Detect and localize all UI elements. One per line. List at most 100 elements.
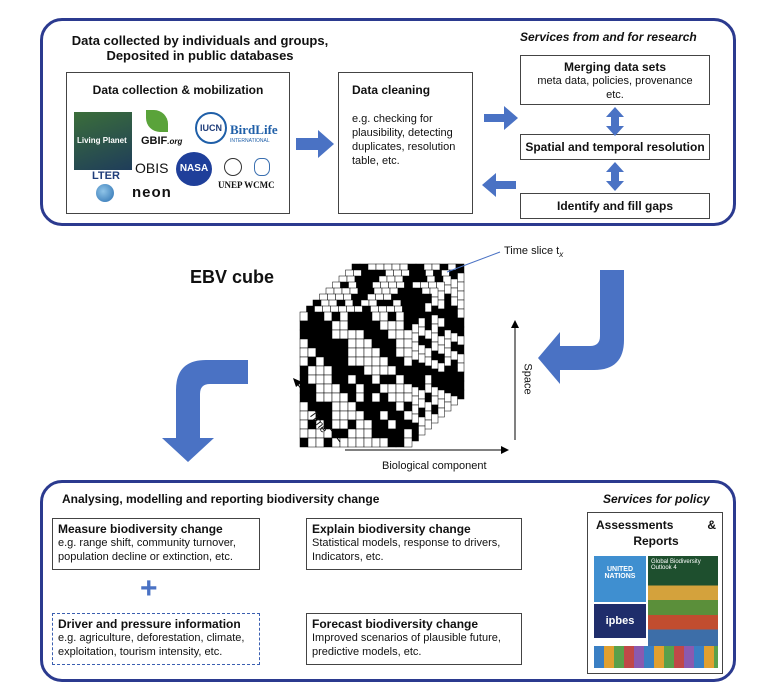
cube-cell	[371, 347, 381, 358]
cube-cell	[347, 383, 357, 394]
report-thumbnail-strip	[594, 646, 718, 668]
cube-cell	[363, 383, 373, 394]
cube-cell	[299, 365, 309, 376]
cube-cell	[403, 374, 413, 385]
data-cleaning-title: Data cleaning	[352, 83, 431, 97]
cube-cell	[347, 365, 357, 376]
cube-cell	[347, 437, 357, 448]
cube-cell	[387, 329, 397, 340]
cube-cell	[379, 410, 389, 421]
axis-time	[295, 381, 341, 443]
cube-cell	[331, 356, 341, 367]
driver-content: Driver and pressure information e.g. agr…	[58, 617, 245, 658]
lter-globe-icon	[96, 184, 114, 202]
cube-cell	[315, 383, 325, 394]
cube-cell	[395, 365, 405, 376]
cube-slice	[299, 311, 413, 448]
cube-cell	[387, 347, 397, 358]
cube-cell	[355, 419, 365, 430]
cube-cell	[299, 419, 309, 430]
cube-cell	[323, 338, 333, 349]
cube-cell	[307, 356, 317, 367]
cube-cell	[339, 311, 349, 322]
cube-cell	[379, 329, 389, 340]
cube-cell	[363, 365, 373, 376]
cube-cell	[371, 401, 381, 412]
cube-cell	[331, 419, 341, 430]
cube-cell	[387, 428, 397, 439]
cube-cell	[355, 329, 365, 340]
cube-cell	[307, 365, 317, 376]
cube-cell	[307, 347, 317, 358]
iucn-logo: IUCN	[195, 112, 227, 144]
merging-box	[520, 55, 710, 105]
cube-cell	[347, 320, 357, 331]
cube-cell	[363, 392, 373, 403]
wcmc-emblem-icon	[254, 158, 270, 176]
top-heading: Data collected by individuals and groups…	[71, 33, 329, 63]
gaps-title: Identify and fill gaps	[556, 199, 673, 213]
axis-space-label: Space	[521, 363, 534, 395]
ebv-cube	[299, 263, 465, 448]
cube-cell	[363, 401, 373, 412]
cube-cell	[363, 374, 373, 385]
cube-cell	[363, 419, 373, 430]
cube-cell	[339, 320, 349, 331]
cube-cell	[379, 392, 389, 403]
cube-cell	[371, 419, 381, 430]
cube-cell	[403, 347, 413, 358]
cube-cell	[363, 329, 373, 340]
cube-cell	[339, 329, 349, 340]
cube-cell	[403, 437, 413, 448]
arrow-big-right-down	[538, 270, 624, 384]
cube-cell	[331, 383, 341, 394]
cube-cell	[323, 392, 333, 403]
cube-cell	[323, 410, 333, 421]
cube-cell	[395, 374, 405, 385]
ipbes-logo: ipbes	[594, 604, 646, 638]
cube-cell	[379, 428, 389, 439]
cube-cell	[379, 365, 389, 376]
cube-cell	[395, 401, 405, 412]
cube-cell	[347, 410, 357, 421]
cube-cell	[323, 320, 333, 331]
cube-cell	[403, 356, 413, 367]
forecast-content: Forecast biodiversity change Improved sc…	[312, 617, 501, 658]
cube-cell	[387, 410, 397, 421]
cube-cell	[379, 356, 389, 367]
cube-cell	[331, 347, 341, 358]
plus-sign: +	[140, 572, 158, 605]
services-research-label: Services from and for research	[520, 30, 697, 44]
cube-cell	[387, 338, 397, 349]
cube-cell	[355, 437, 365, 448]
cube-cell	[379, 338, 389, 349]
cube-cell	[339, 437, 349, 448]
cube-cell	[355, 311, 365, 322]
cube-cell	[299, 437, 309, 448]
cube-cell	[339, 383, 349, 394]
measure-box	[52, 518, 260, 570]
cube-cell	[315, 365, 325, 376]
cube-cell	[355, 320, 365, 331]
cube-cell	[379, 401, 389, 412]
cube-cell	[339, 356, 349, 367]
cube-cell	[403, 419, 413, 430]
axis-space-arrowhead	[511, 320, 519, 328]
cube-cell	[331, 365, 341, 376]
axis-time-arrowhead	[293, 378, 302, 387]
cube-cell	[323, 437, 333, 448]
cube-cell	[347, 419, 357, 430]
gbo-report-cover: Global Biodiversity Outlook 4	[648, 556, 718, 654]
cube-cell	[331, 437, 341, 448]
explain-box	[306, 518, 522, 570]
cube-cell	[371, 410, 381, 421]
cube-cell	[395, 419, 405, 430]
cube-cell	[379, 311, 389, 322]
cube-cell	[347, 311, 357, 322]
cube-cell	[299, 311, 309, 322]
cube-cell	[363, 410, 373, 421]
cube-cell	[307, 374, 317, 385]
explain-content: Explain biodiversity change Statistical …	[312, 522, 501, 563]
cube-cell	[371, 437, 381, 448]
